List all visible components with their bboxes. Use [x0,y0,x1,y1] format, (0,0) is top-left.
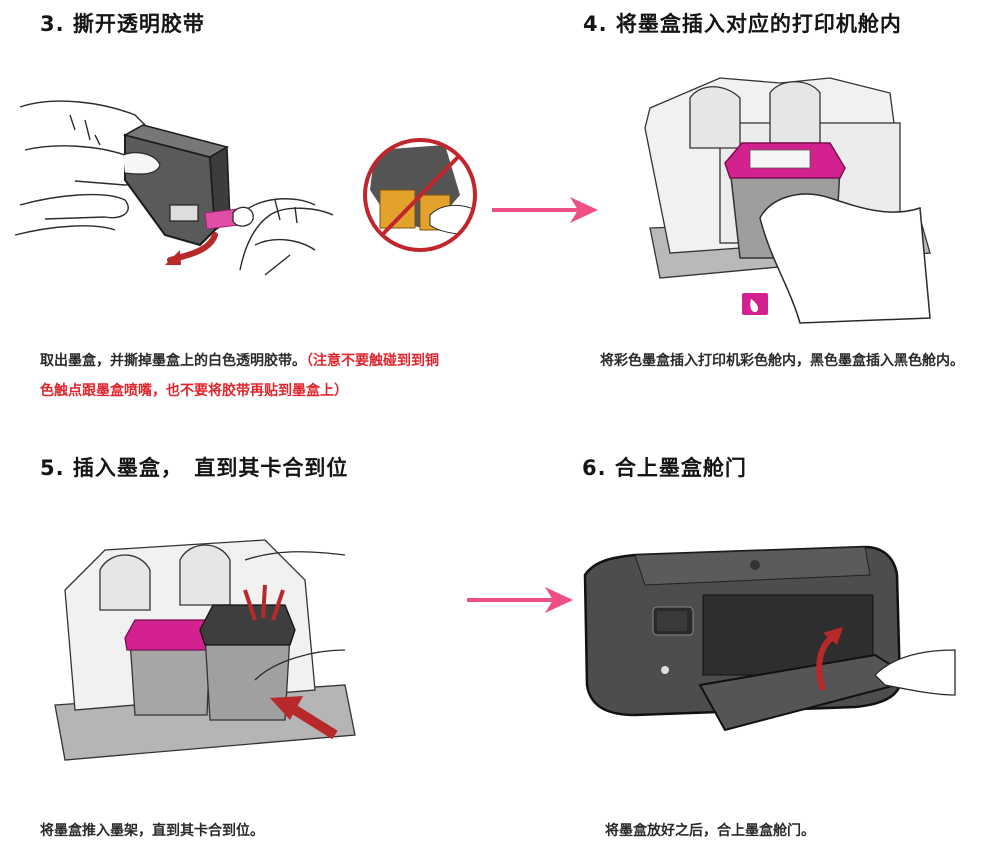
push-arrow-icon [292,705,338,740]
insert-color-cartridge-illustration [644,77,931,324]
step-3-caption: 取出墨盒，并撕掉墨盒上的白色透明胶带。（注意不要触碰到到铜色触点跟墨盒喷嘴，也不… [40,346,440,406]
left-hand-outline [19,100,151,131]
step-5-heading: 插入墨盒， 直到其卡合到位 [72,456,349,480]
push-black-cartridge-illustration [54,539,356,761]
step-6-heading: 合上墨盒舱门 [614,456,747,480]
prohibited-icon [363,138,477,252]
step-5-caption: 将墨盒推入墨架，直到其卡合到位。 [40,823,264,839]
step-3-caption-text: 取出墨盒，并撕掉墨盒上的白色透明胶带。 [40,353,306,369]
step-5-number: 5. [40,456,65,480]
ink-cartridge-dark [122,124,231,247]
black-cartridge [199,584,296,721]
right-hand-outline [239,207,334,271]
hand-outline [759,193,931,324]
color-cartridge-seated [124,619,214,716]
hands-peeling-tape-illustration [14,100,334,276]
step-6-number: 6. [582,456,607,480]
step-4-number: 4. [583,12,608,36]
hand-outline [874,649,956,696]
hand-outline [254,649,346,681]
step-6-title: 6. 合上墨盒舱门 [582,452,747,482]
step-3-number: 3. [40,12,65,36]
right-arrow-icon [467,587,573,613]
close-printer-door-illustration [583,545,956,732]
step-4-title: 4. 将墨盒插入对应的打印机舱内 [583,8,902,38]
step-6-caption: 将墨盒放好之后，合上墨盒舱门。 [605,823,815,839]
step-3-heading: 撕开透明胶带 [72,12,205,36]
step-3-warning-text: （注意不要触碰到到铜色触点跟墨盒喷嘴，也不要将胶带再贴到墨盒上） [40,353,439,399]
power-button-icon [661,666,669,674]
step-3-title: 3. 撕开透明胶带 [40,8,205,38]
step-4-caption: 将彩色墨盒插入打印机彩色舱内，黑色墨盒插入黑色舱内。 [600,353,964,369]
color-drop-icon [742,293,768,315]
right-arrow-icon [492,197,598,223]
step-4-heading: 将墨盒插入对应的打印机舱内 [615,12,902,36]
step-5-title: 5. 插入墨盒， 直到其卡合到位 [40,452,348,482]
